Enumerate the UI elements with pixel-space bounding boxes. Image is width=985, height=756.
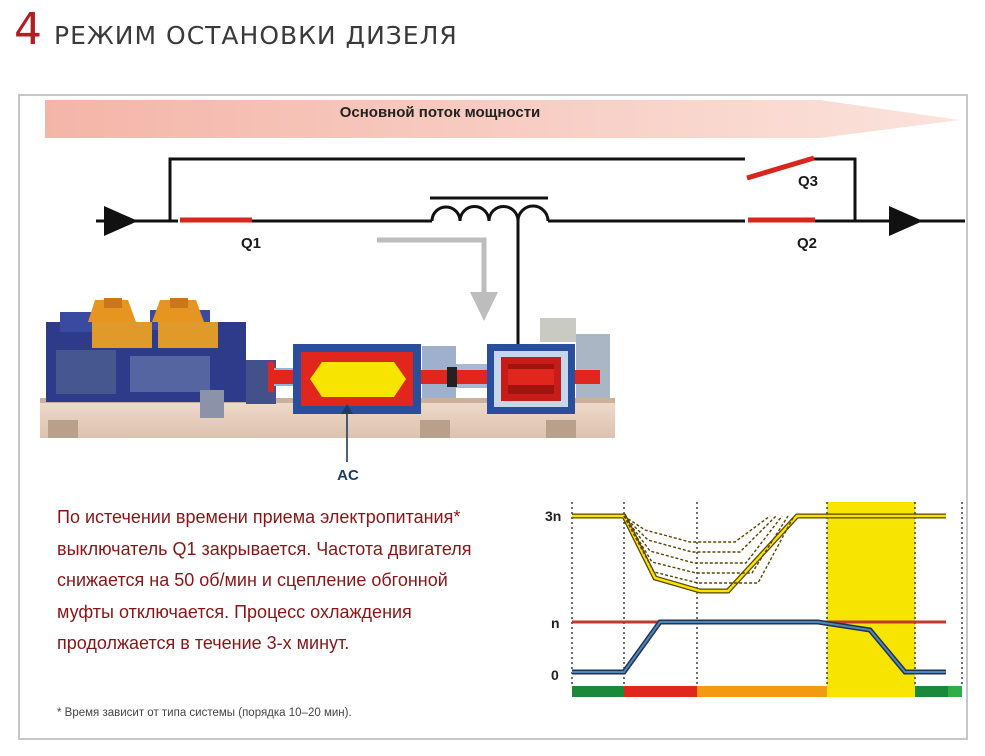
section-number: 4 (14, 4, 42, 55)
blue-speed-curve (572, 619, 946, 675)
page-header: 4 РЕЖИМ ОСТАНОВКИ ДИЗЕЛЯ (14, 8, 458, 58)
bypass-line (168, 157, 857, 221)
highlight-window (827, 502, 915, 686)
input-arrow-icon (104, 206, 138, 236)
page-title: РЕЖИМ ОСТАНОВКИ ДИЗЕЛЯ (54, 21, 458, 50)
choke-coil-icon (430, 196, 550, 222)
grey-flow-arrow-icon (377, 237, 498, 321)
diagram-frame (18, 94, 968, 740)
footnote-text: * Время зависит от типа системы (порядка… (57, 707, 352, 719)
timing-chart: 3n n 0 (545, 502, 963, 697)
state-bar (572, 686, 962, 697)
phase-dividers (571, 502, 963, 686)
power-flow-label: Основной поток мощности (340, 104, 541, 121)
y-label-3n: 3n (545, 508, 561, 524)
ac-pointer-arrow (341, 404, 353, 462)
breaker-q1[interactable] (178, 215, 252, 223)
y-label-0: 0 (551, 667, 559, 683)
q1-label: Q1 (241, 235, 261, 252)
speed-curve-variants (623, 515, 795, 584)
power-flow-arrow (45, 100, 960, 138)
q3-label: Q3 (798, 173, 818, 190)
y-label-n: n (551, 615, 560, 631)
breaker-q2[interactable] (745, 215, 815, 223)
generator-unit (487, 344, 575, 414)
ac-label: AC (337, 467, 359, 484)
ac-unit (293, 344, 421, 414)
q2-label: Q2 (797, 235, 817, 252)
description-text: По истечении времени приема электропитан… (57, 507, 472, 653)
output-arrow-icon (889, 206, 923, 236)
breaker-q3[interactable] (746, 155, 815, 181)
